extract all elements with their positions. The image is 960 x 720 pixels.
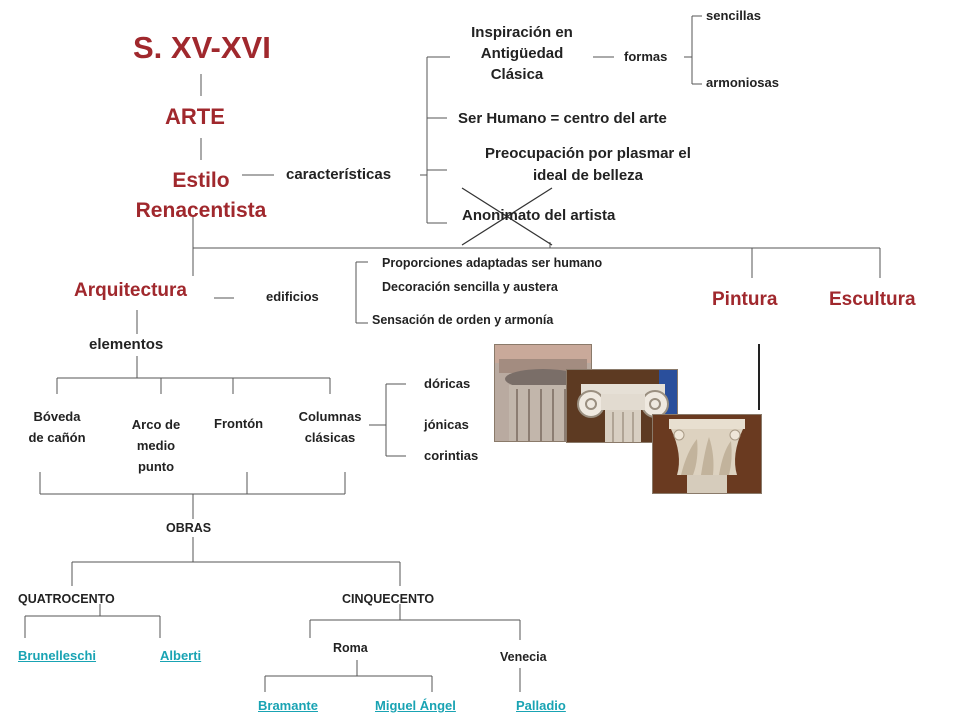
anonimato-artista: Anonimato del artista — [462, 207, 616, 224]
edificio-decoracion: Decoración sencilla y austera — [382, 280, 558, 294]
ser-humano-centro: Ser Humano = centro del arte — [458, 110, 667, 127]
pintura-label: Pintura — [712, 289, 778, 310]
escultura-label: Escultura — [829, 289, 916, 310]
link-brunelleschi[interactable]: Brunelleschi — [18, 648, 97, 663]
edificio-sensacion: Sensación de orden y armonía — [372, 313, 554, 327]
obras-label: OBRAS — [166, 521, 212, 535]
caracteristicas-label: características — [286, 166, 392, 183]
cinquecento-label: CINQUECENTO — [342, 592, 435, 606]
orden-jonicas: jónicas — [424, 417, 469, 432]
roma-label: Roma — [333, 641, 368, 655]
inspiracion-clasica: Inspiración en Antigüedad Clásica — [471, 24, 573, 83]
link-palladio[interactable]: Palladio — [516, 698, 566, 713]
edificio-proporciones: Proporciones adaptadas ser humano — [382, 256, 603, 270]
link-miguel-angel[interactable]: Miguel Ángel — [375, 698, 456, 713]
link-bramante[interactable]: Bramante — [258, 698, 318, 713]
corinthian-capital-photo — [652, 414, 762, 494]
venecia-label: Venecia — [500, 650, 547, 664]
forma-armoniosas: armoniosas — [706, 75, 779, 90]
edificios-label: edificios — [266, 289, 319, 304]
orden-corintias: corintias — [424, 448, 479, 463]
elemento-fronton: Frontón — [214, 416, 264, 431]
formas-label: formas — [624, 49, 668, 64]
page-title: S. XV-XVI — [133, 30, 271, 65]
quatrocento-label: QUATROCENTO — [18, 592, 115, 606]
forma-sencillas: sencillas — [706, 8, 761, 23]
preocupacion-belleza: Preocupación por plasmar el ideal de bel… — [485, 145, 691, 184]
elementos-label: elementos — [89, 336, 164, 353]
link-alberti[interactable]: Alberti — [160, 648, 202, 663]
orden-doricas: dóricas — [424, 376, 471, 391]
arquitectura-label: Arquitectura — [74, 280, 187, 301]
arte-label: ARTE — [165, 104, 225, 129]
cross-out-mark — [461, 187, 553, 246]
